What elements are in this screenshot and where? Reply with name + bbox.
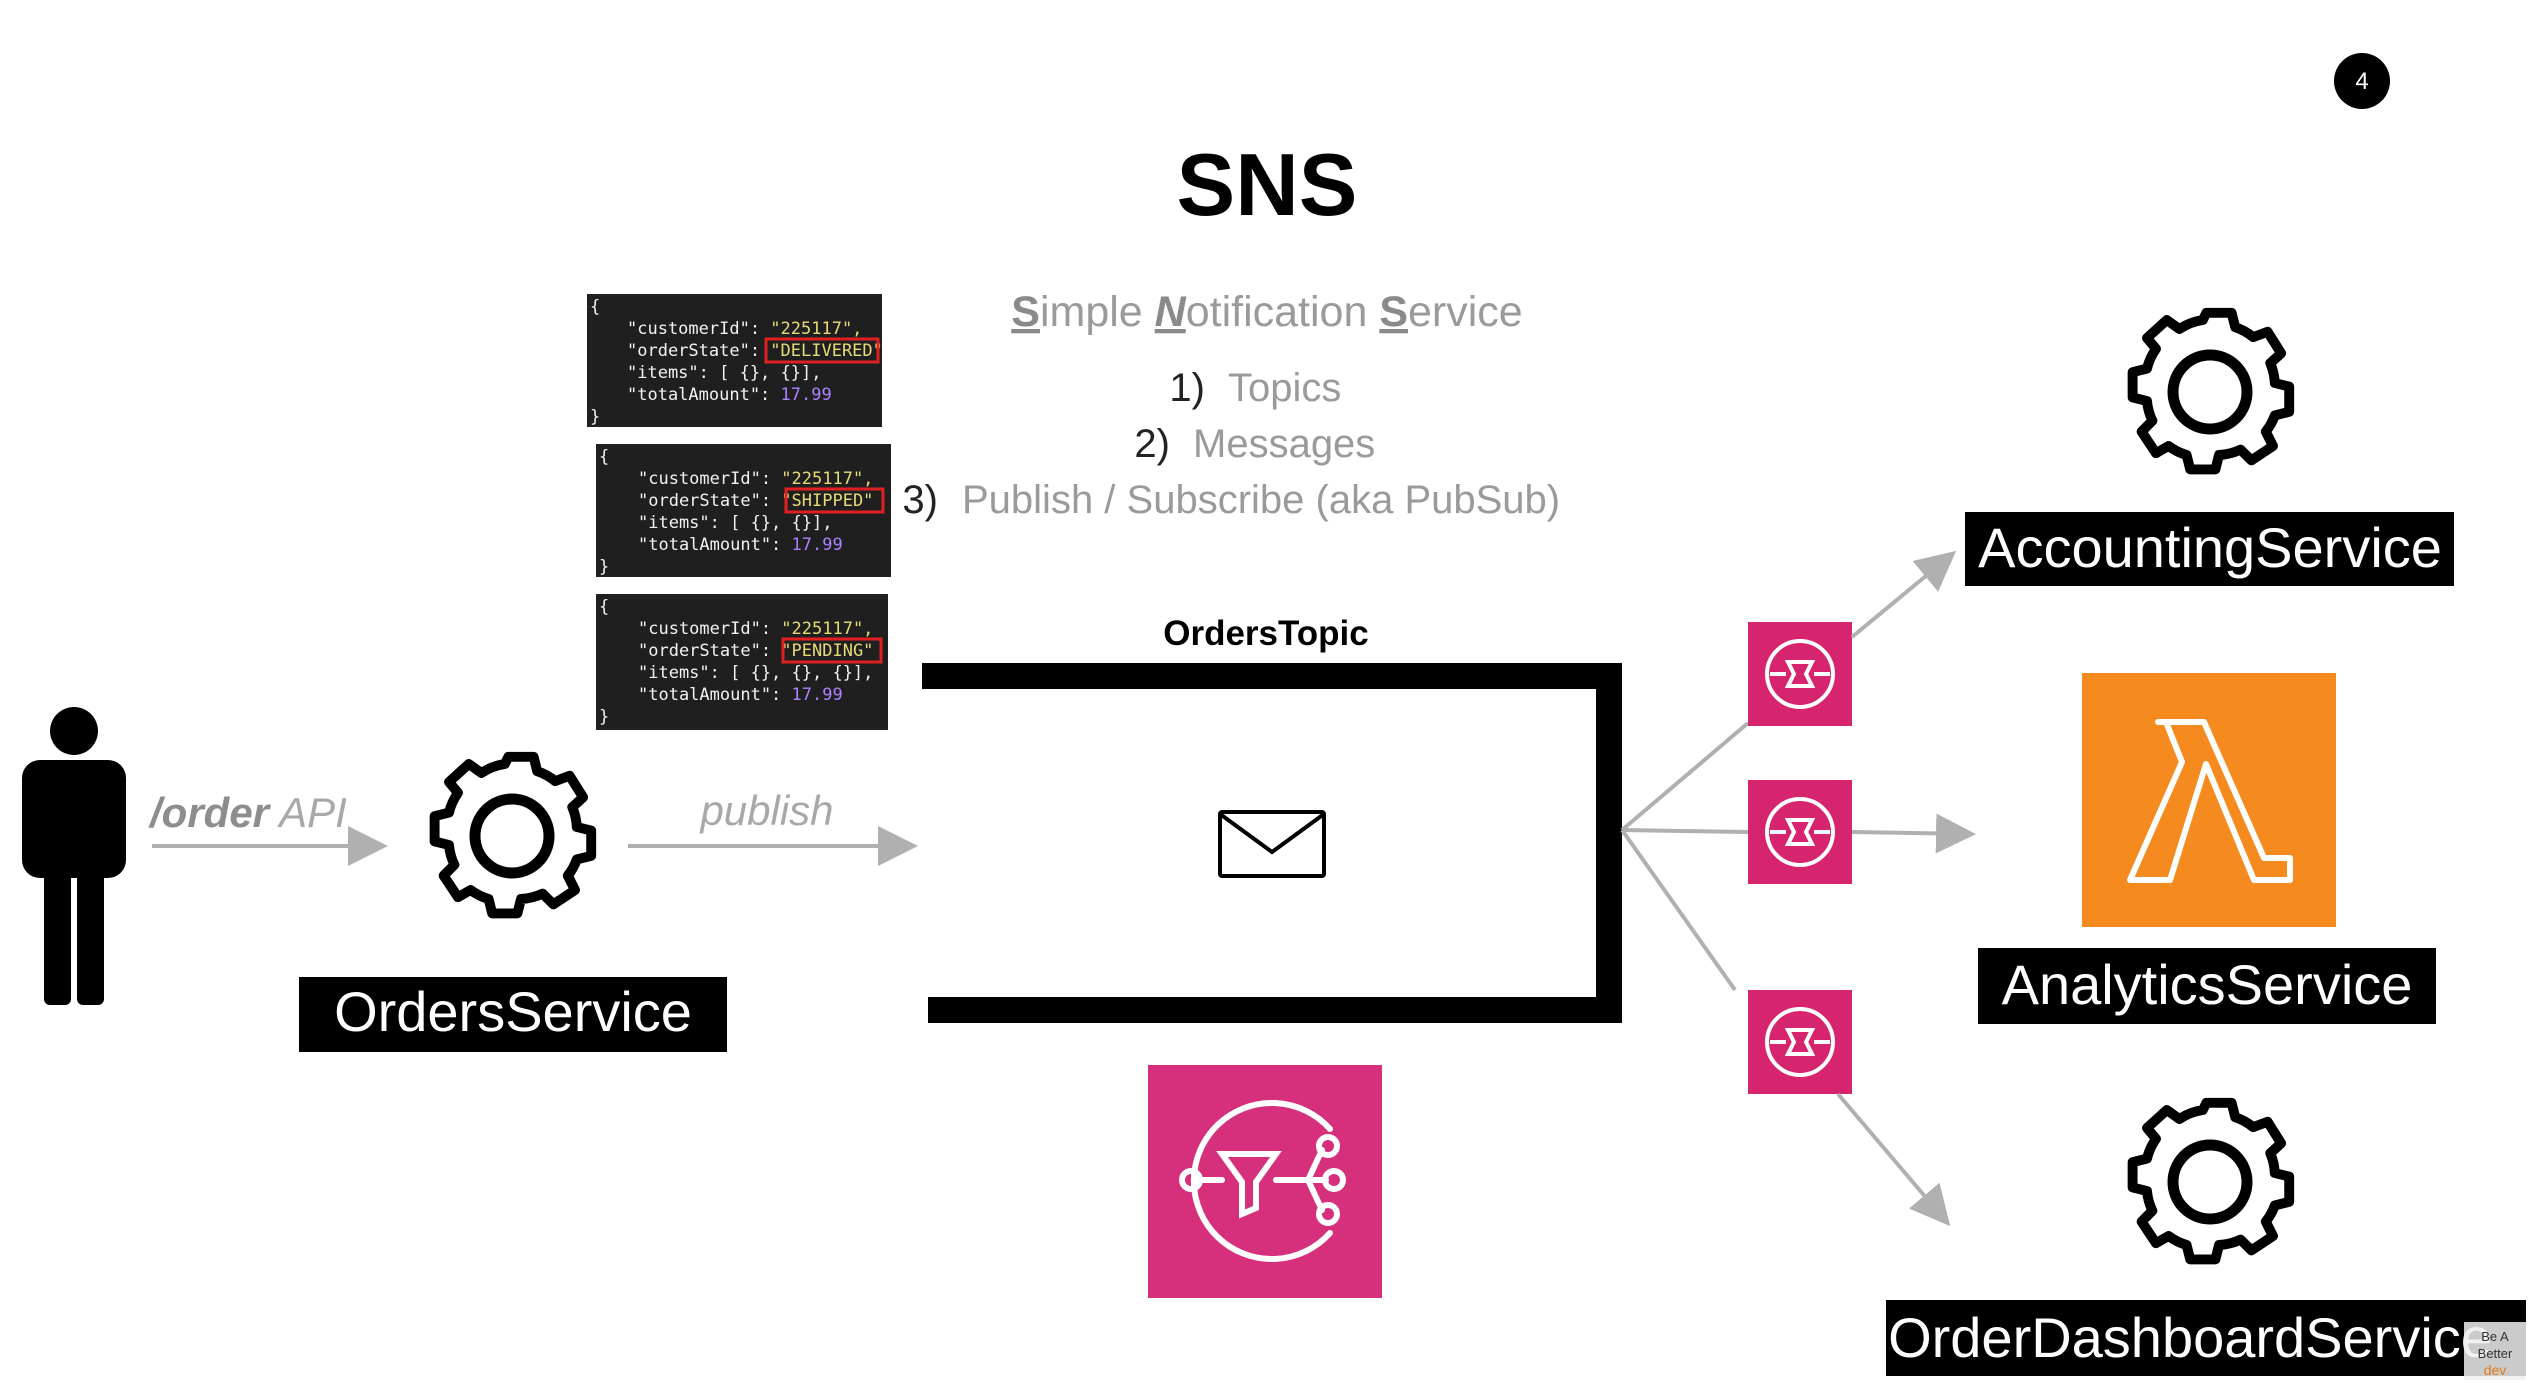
dashboard-service-label: OrderDashboardService	[1886, 1300, 2526, 1376]
orders-topic-label: OrdersTopic	[1163, 614, 1369, 653]
json-line-customer: "customerId": "225117",	[627, 319, 862, 339]
slide-number: 4	[2355, 68, 2368, 95]
slide-number-badge: 4	[2334, 53, 2390, 109]
channel-watermark: Be A Better dev	[2464, 1322, 2526, 1380]
json-value: "225117",	[781, 469, 873, 489]
json-line-state: "orderState": "PENDING"	[638, 641, 873, 661]
point-2-number: 2)	[1134, 422, 1170, 466]
json-brace-open: {	[590, 297, 600, 317]
json-brace-close: }	[590, 407, 600, 427]
json-value: 17.99	[781, 385, 832, 405]
subscriber-arrows	[1836, 550, 1976, 1227]
accounting-service-label: AccountingService	[1965, 512, 2454, 586]
analytics-service-name: AnalyticsService	[2002, 953, 2413, 1016]
json-line-customer: "customerId": "225117",	[638, 469, 873, 489]
json-line-items: "items": [ {}, {}, {}],	[638, 663, 873, 683]
json-brace-close: }	[599, 557, 609, 577]
json-key: "orderState":	[638, 491, 781, 511]
json-line-total: "totalAmount": 17.99	[638, 535, 843, 555]
json-key: "customerId":	[638, 619, 781, 639]
message-pending: { "customerId": "225117", "orderState": …	[596, 594, 888, 730]
json-value: "SHIPPED"	[781, 491, 873, 511]
subtitle-letter-n: N	[1155, 288, 1187, 336]
order-api-label: /order API	[148, 789, 347, 836]
accounting-service-gear-icon	[2127, 307, 2295, 475]
subtitle-letter-s: S	[1011, 288, 1040, 336]
json-key: "orderState":	[627, 341, 770, 361]
point-1-number: 1)	[1169, 366, 1205, 410]
user-icon	[22, 707, 126, 1005]
orders-topic-pipe	[922, 663, 1622, 1023]
sqs-queue-icon-2	[1748, 780, 1852, 884]
message-shipped: { "customerId": "225117", "orderState": …	[596, 444, 891, 577]
subtitle-part-ervice: ervice	[1408, 288, 1523, 336]
state-highlight-box	[781, 637, 883, 664]
orders-service-gear-icon	[429, 751, 597, 919]
json-key: "customerId":	[627, 319, 770, 339]
json-value: 17.99	[792, 535, 843, 555]
json-key: "totalAmount":	[627, 385, 781, 405]
watermark-line-3: dev	[2484, 1362, 2507, 1378]
subtitle-letter-s2: S	[1379, 288, 1408, 336]
json-line-customer: "customerId": "225117",	[638, 619, 873, 639]
orders-service-name: OrdersService	[334, 980, 692, 1043]
order-api-path: /order	[148, 789, 272, 836]
slide-subtitle: Simple Notification Service	[1011, 288, 1522, 336]
json-value: 17.99	[792, 685, 843, 705]
publish-label: publish	[698, 787, 833, 834]
slide-title: SNS	[1177, 135, 1358, 234]
json-key: "orderState":	[638, 641, 781, 661]
point-2-text: Messages	[1193, 422, 1375, 466]
json-line-total: "totalAmount": 17.99	[627, 385, 832, 405]
json-line-state: "orderState": "SHIPPED"	[638, 491, 873, 511]
json-line-state: "orderState": "DELIVERED"	[627, 341, 883, 361]
json-value: "225117",	[770, 319, 862, 339]
json-brace-open: {	[599, 447, 609, 467]
points-list: 1) Topics 2) Messages 3) Publish / Subsc…	[902, 366, 1560, 522]
json-key: "totalAmount":	[638, 535, 792, 555]
point-1-text: Topics	[1228, 366, 1341, 410]
dashboard-service-name: OrderDashboardService	[1888, 1306, 2492, 1369]
point-3-text: Publish / Subscribe (aka PubSub)	[962, 478, 1560, 522]
point-3-number: 3)	[902, 478, 938, 522]
subtitle-part-imple: imple	[1040, 288, 1155, 336]
envelope-icon	[1218, 810, 1326, 878]
analytics-service-label: AnalyticsService	[1978, 948, 2436, 1024]
subtitle-part-otification: otification	[1186, 288, 1380, 336]
json-key: "totalAmount":	[638, 685, 792, 705]
json-line-total: "totalAmount": 17.99	[638, 685, 843, 705]
accounting-service-name: AccountingService	[1978, 516, 2442, 579]
dashboard-service-gear-icon	[2127, 1097, 2295, 1265]
sns-service-icon	[1148, 1065, 1382, 1298]
watermark-line-1: Be A	[2481, 1329, 2509, 1344]
sqs-queue-icon-3	[1748, 990, 1852, 1094]
json-value: "225117",	[781, 619, 873, 639]
lambda-icon	[2082, 673, 2336, 927]
json-line-items: "items": [ {}, {}],	[627, 363, 821, 383]
json-value: "DELIVERED"	[770, 341, 883, 361]
message-delivered: { "customerId": "225117", "orderState": …	[587, 294, 883, 427]
fanout-lines	[1620, 721, 1750, 992]
state-highlight-box	[764, 337, 880, 364]
orders-service-label: OrdersService	[299, 977, 727, 1052]
json-brace-open: {	[599, 597, 609, 617]
json-brace-close: }	[599, 707, 609, 727]
order-api-suffix: API	[269, 789, 347, 836]
json-value: "PENDING"	[781, 641, 873, 661]
json-key: "customerId":	[638, 469, 781, 489]
state-highlight-box	[784, 487, 885, 514]
json-line-items: "items": [ {}, {}],	[638, 513, 832, 533]
watermark-line-2: Better	[2478, 1346, 2513, 1361]
sqs-queue-icon-1	[1748, 622, 1852, 726]
